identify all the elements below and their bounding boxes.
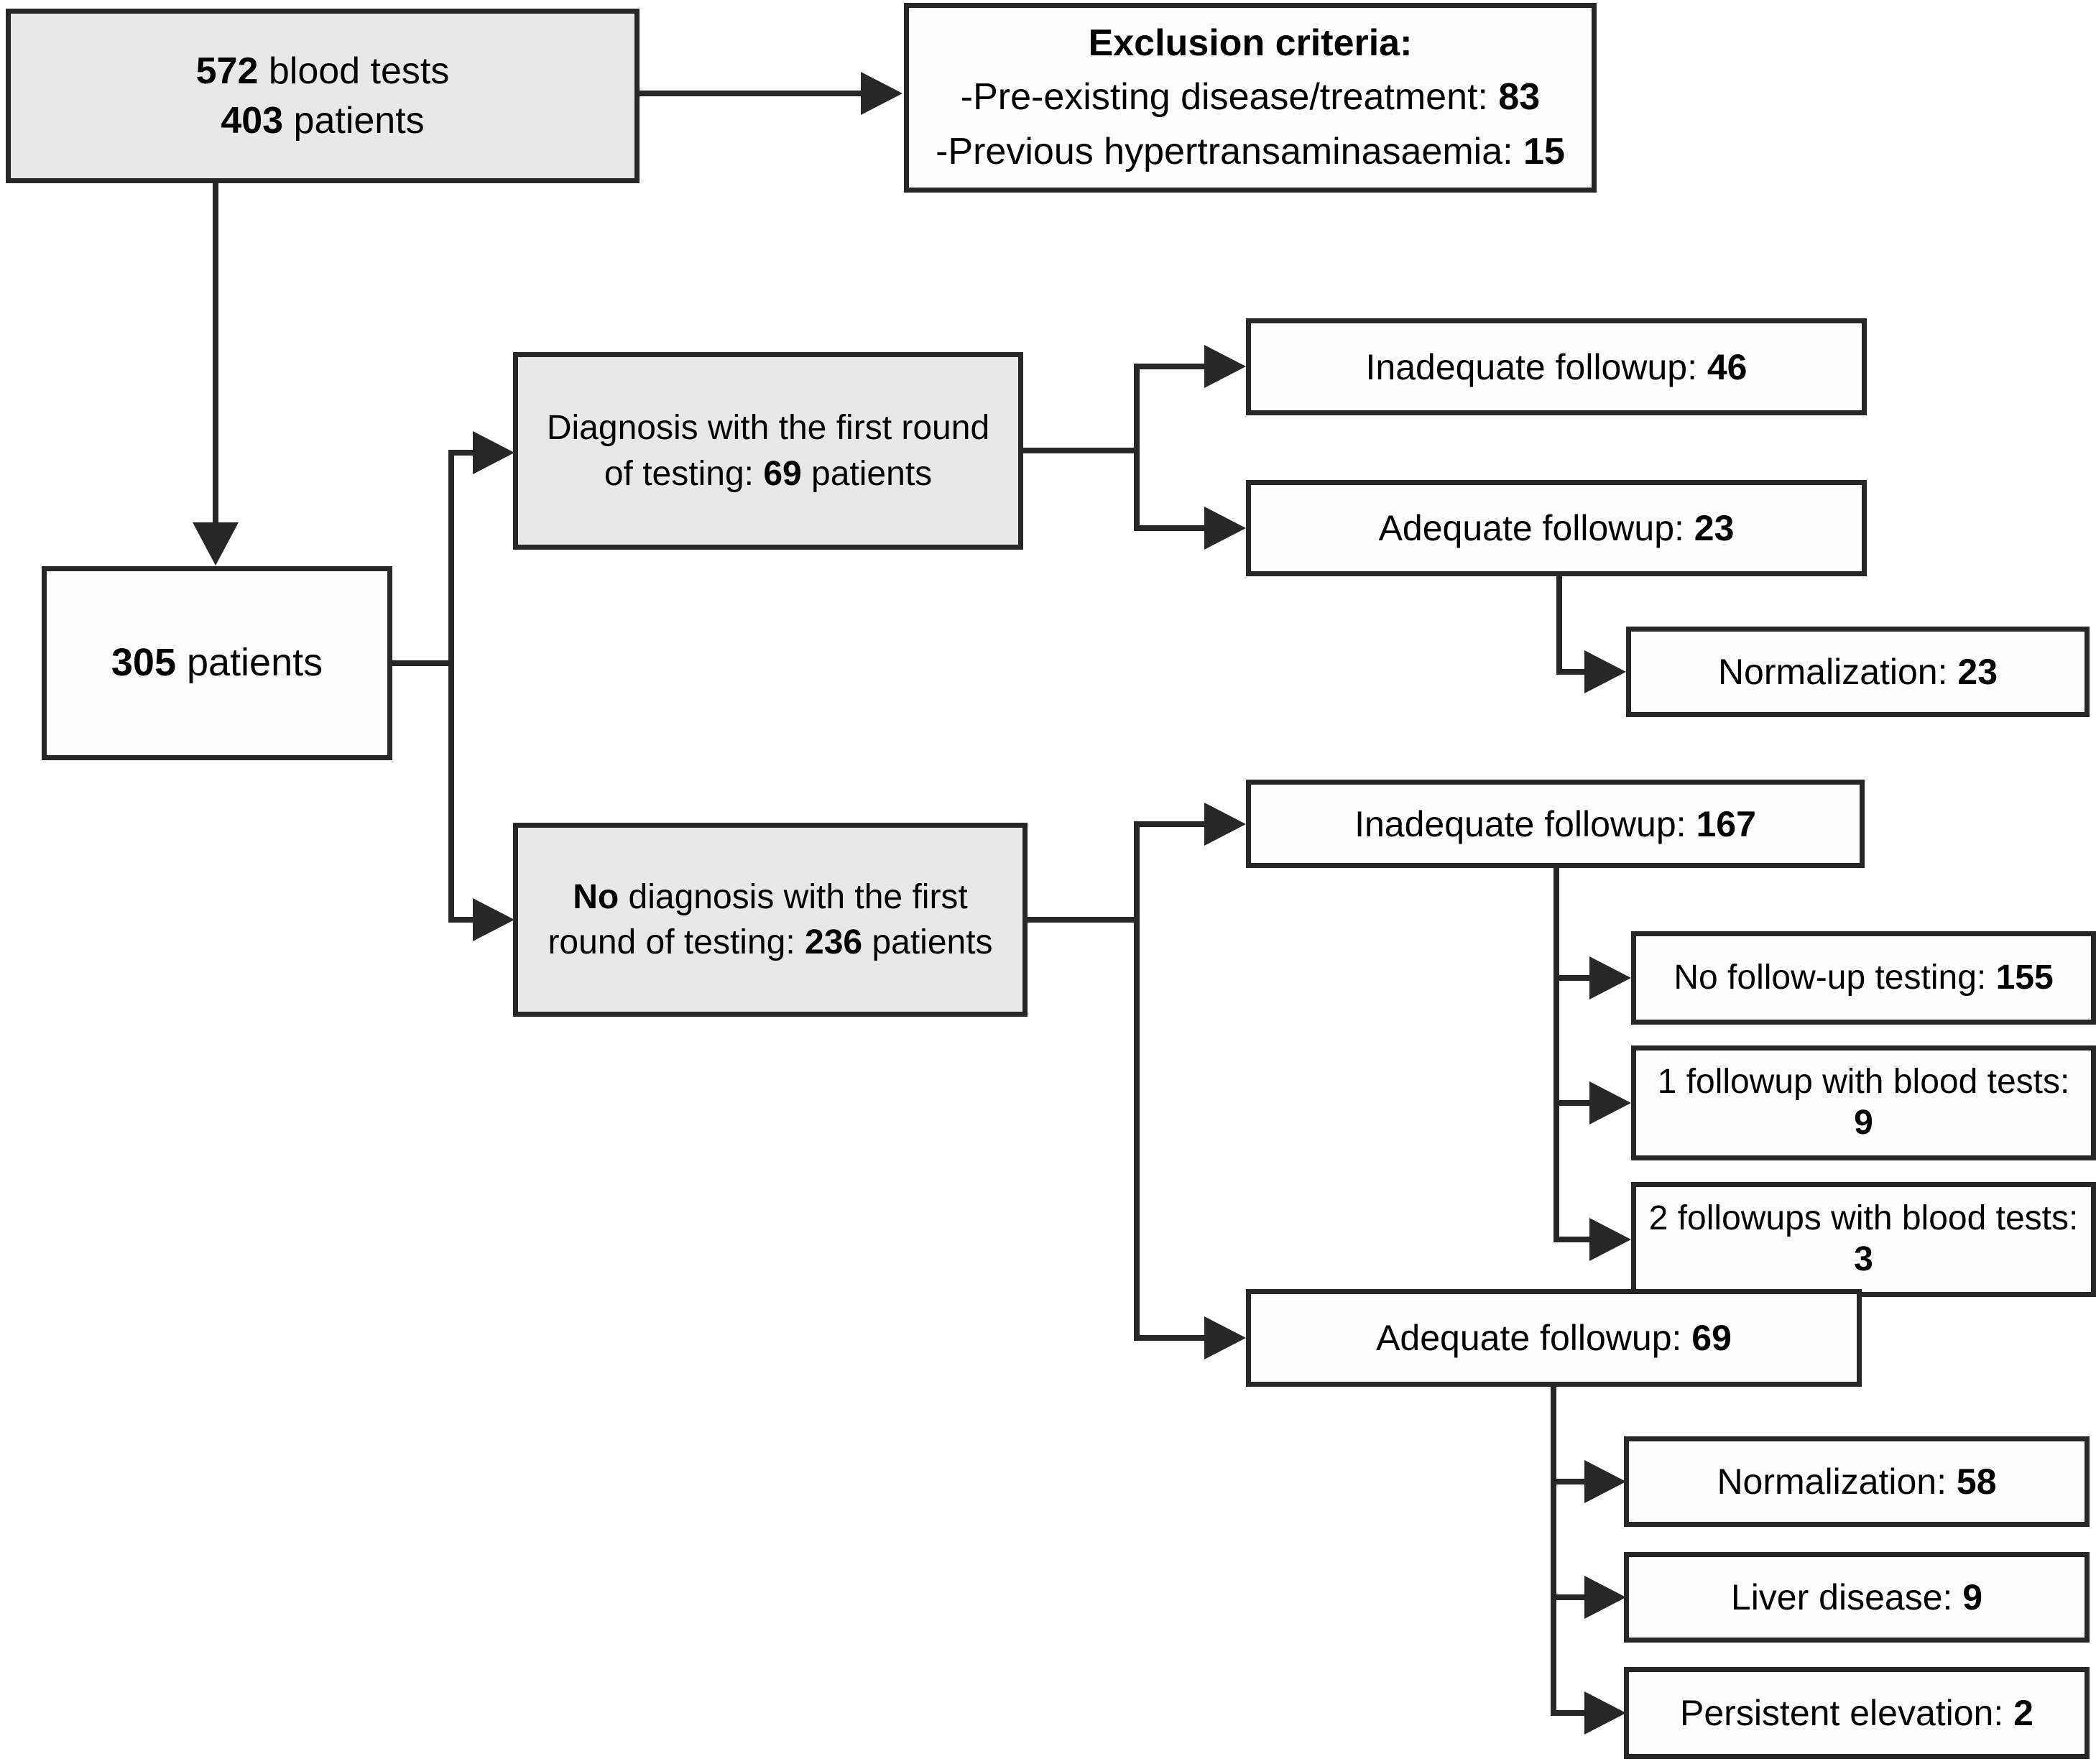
connector-diagnosis-branch-vertical <box>1134 364 1140 531</box>
arrowhead-right-icon <box>473 431 514 474</box>
box-305-patients-line: 305 patients <box>111 641 323 685</box>
arrowhead-right-icon <box>1584 1576 1626 1619</box>
arrowhead-right-icon <box>861 72 902 115</box>
box-no-followup-testing-155: No follow-up testing: 155 <box>1631 931 2096 1025</box>
connector-to-liver-disease-9 <box>1551 1594 1586 1600</box>
connector-to-two-followups-3 <box>1553 1237 1591 1242</box>
connector-to-normalization-58 <box>1551 1479 1586 1484</box>
arrowhead-right-icon <box>1584 650 1626 693</box>
box-diagnosis-first-round: Diagnosis with the first round of testin… <box>513 352 1023 550</box>
connector-to-adequate-69 <box>1134 1335 1206 1341</box>
connector-305-branch-vertical <box>448 450 454 923</box>
connector-to-inadequate-46 <box>1134 364 1206 369</box>
box-no-diagnosis-first-round: No diagnosis with the first round of tes… <box>513 823 1028 1017</box>
box-exclusion-title: Exclusion criteria: <box>1088 22 1413 64</box>
box-adequate-followup-23: Adequate followup: 23 <box>1246 480 1867 576</box>
arrowhead-right-icon <box>1584 1691 1626 1735</box>
box-persistent-elevation-2: Persistent elevation: 2 <box>1624 1667 2090 1759</box>
box-inadequate-followup-167: Inadequate followup: 167 <box>1246 780 1865 868</box>
connector-bloodtests-to-exclusion <box>640 91 864 96</box>
arrowhead-right-icon <box>1204 507 1246 550</box>
box-normalization-23: Normalization: 23 <box>1626 627 2090 717</box>
arrowhead-right-icon <box>1589 1081 1631 1125</box>
box-normalization-23-line: Normalization: 23 <box>1717 652 1998 692</box>
box-exclusion-criteria: Exclusion criteria: -Pre-existing diseas… <box>904 3 1597 193</box>
connector-305-stub <box>392 660 454 666</box>
arrowhead-down-icon <box>193 522 239 565</box>
connector-bloodtests-to-305 <box>213 183 218 524</box>
box-one-followup-blood-tests-9: 1 followup with blood tests: 9 <box>1631 1045 2096 1160</box>
connector-diagnosis-stub <box>1023 448 1137 453</box>
box-normalization-58: Normalization: 58 <box>1624 1436 2090 1527</box>
box-one-followup-blood-tests-9-line: 1 followup with blood tests: 9 <box>1657 1063 2079 1142</box>
box-normalization-58-line: Normalization: 58 <box>1717 1461 1997 1502</box>
box-persistent-elevation-2-line: Persistent elevation: 2 <box>1680 1693 2033 1733</box>
box-adequate-followup-69-line: Adequate followup: 69 <box>1376 1318 1732 1358</box>
box-adequate-followup-23-line: Adequate followup: 23 <box>1378 508 1735 548</box>
connector-to-no-followup-155 <box>1553 975 1591 981</box>
box-blood-tests-line-2: 403 patients <box>221 99 425 142</box>
box-diagnosis-first-round-line: Diagnosis with the first round of testin… <box>546 409 999 493</box>
arrowhead-right-icon <box>1584 1460 1626 1503</box>
box-blood-tests: 572 blood tests 403 patients <box>6 9 640 183</box>
connector-no-diagnosis-branch-vertical <box>1134 821 1140 1341</box>
connector-to-one-followup-9 <box>1553 1100 1591 1106</box>
arrowhead-right-icon <box>1204 345 1246 388</box>
connector-inadequate167-trunk <box>1553 868 1559 1242</box>
box-two-followups-blood-tests-3: 2 followups with blood tests: 3 <box>1631 1182 2096 1297</box>
connector-to-inadequate-167 <box>1134 821 1206 827</box>
box-no-followup-testing-155-line: No follow-up testing: 155 <box>1673 959 2054 997</box>
box-adequate-followup-69: Adequate followup: 69 <box>1246 1289 1862 1387</box>
box-exclusion-item-2: -Previous hypertransaminasaemia: 15 <box>936 130 1565 172</box>
box-blood-tests-line-1: 572 blood tests <box>195 50 450 92</box>
connector-305-to-no-diagnosis <box>448 917 474 923</box>
connector-no-diagnosis-stub <box>1028 917 1137 923</box>
box-liver-disease-9: Liver disease: 9 <box>1624 1552 2090 1643</box>
box-inadequate-followup-46-line: Inadequate followup: 46 <box>1365 346 1748 387</box>
connector-to-persistent-elevation-2 <box>1551 1710 1586 1716</box>
arrowhead-right-icon <box>1589 1218 1631 1261</box>
box-305-patients: 305 patients <box>42 566 392 760</box>
arrowhead-right-icon <box>1589 956 1631 999</box>
box-two-followups-blood-tests-3-line: 2 followups with blood tests: 3 <box>1648 1199 2088 1278</box>
arrowhead-right-icon <box>1204 803 1246 846</box>
connector-to-normalization-23 <box>1556 669 1587 675</box>
box-inadequate-followup-46: Inadequate followup: 46 <box>1246 318 1867 415</box>
box-liver-disease-9-line: Liver disease: 9 <box>1730 1577 1983 1617</box>
box-no-diagnosis-first-round-line: No diagnosis with the first round of tes… <box>548 877 993 961</box>
connector-adequate23-down <box>1556 576 1562 675</box>
connector-adequate69-trunk <box>1551 1387 1556 1716</box>
box-inadequate-followup-167-line: Inadequate followup: 167 <box>1354 803 1756 844</box>
arrowhead-right-icon <box>473 898 514 941</box>
connector-305-to-diagnosis <box>448 450 474 456</box>
box-exclusion-item-1: -Pre-existing disease/treatment: 83 <box>960 76 1541 119</box>
arrowhead-right-icon <box>1204 1316 1246 1359</box>
connector-to-adequate-23 <box>1134 525 1206 531</box>
